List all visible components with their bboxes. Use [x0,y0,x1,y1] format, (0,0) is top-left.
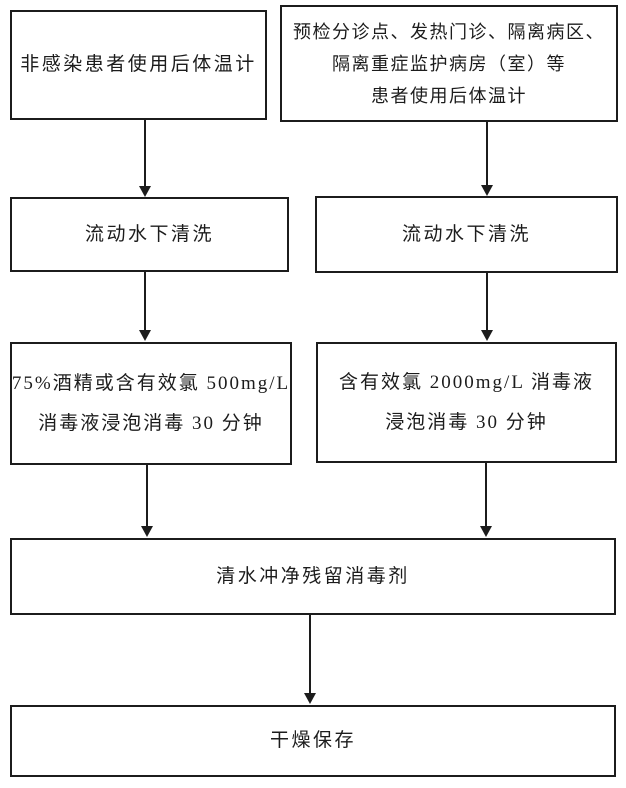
node-text-line: 流动水下清洗 [84,223,214,245]
node-dry-storage: 干燥保存 [10,705,616,777]
node-wash-left: 流动水下清洗 [10,197,289,272]
node-text-line: 75%酒精或含有效氯 500mg/L [11,372,291,394]
node-soak-left: 75%酒精或含有效氯 500mg/L 消毒液浸泡消毒 30 分钟 [10,342,292,465]
node-text-line: 含有效氯 2000mg/L 消毒液 [339,371,594,393]
node-text-line: 干燥保存 [269,730,356,751]
node-text-line: 预检分诊点、发热门诊、隔离病区、 [293,21,605,42]
node-rinse-residual-disinfectant: 清水冲净残留消毒剂 [10,538,616,615]
node-text-line: 隔离重症监护病房（室）等 [332,53,566,74]
node-non-infected-thermometer: 非感染患者使用后体温计 [10,10,267,120]
arrow-soak-right-to-rinse [480,463,492,537]
node-text-line: 患者使用后体温计 [371,85,527,106]
node-text-line: 浸泡消毒 30 分钟 [385,411,548,433]
arrow-wash-right-to-soak-right [481,273,493,341]
arrow-rinse-to-dry [304,614,316,704]
node-text-line: 非感染患者使用后体温计 [20,54,257,75]
node-wash-right: 流动水下清洗 [315,196,618,273]
arrow-soak-left-to-rinse [141,465,153,537]
node-text-line: 清水冲净残留消毒剂 [216,565,410,587]
node-text-line: 消毒液浸泡消毒 30 分钟 [38,412,264,434]
node-infected-area-thermometer: 预检分诊点、发热门诊、隔离病区、 隔离重症监护病房（室）等 患者使用后体温计 [280,5,618,122]
arrow-non-infected-to-wash-left [139,120,151,197]
node-soak-right: 含有效氯 2000mg/L 消毒液 浸泡消毒 30 分钟 [316,342,617,463]
arrow-infected-areas-to-wash-right [481,122,493,196]
node-text-line: 流动水下清洗 [401,223,531,245]
arrow-wash-left-to-soak-left [139,272,151,341]
